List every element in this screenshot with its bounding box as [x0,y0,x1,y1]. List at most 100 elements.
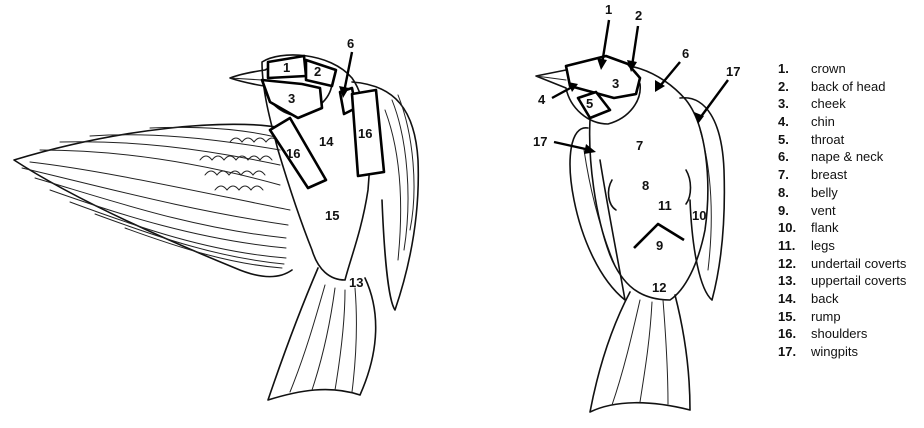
legend-item: 9. vent [778,202,924,220]
ventral-vent-chevron [633,222,685,249]
legend-item: 1. crown [778,60,924,78]
dorsal-shoulder-box-right [350,88,386,178]
legend-item: 7. breast [778,166,924,184]
legend-item: 10. flank [778,219,924,237]
legend-number: 6. [778,149,789,165]
legend-term: cheek [811,96,846,112]
legend-item: 13. uppertail coverts [778,272,924,290]
ventral-label-breast: 7 [636,138,643,153]
ventral-chin-arrow [551,84,575,100]
dorsal-label-uppertail: 13 [349,275,363,290]
legend-item: 4. chin [778,113,924,131]
ventral-label-cheek: 3 [612,76,619,91]
ventral-label-wingpit-right: 17 [726,64,740,79]
ventral-back-of-head-arrowhead [627,60,637,72]
dorsal-label-crown: 1 [283,60,290,75]
legend-term: flank [811,220,839,236]
legend-number: 16. [778,326,797,342]
legend-term: crown [811,61,846,76]
ventral-wingpit-right-arrowhead [694,112,704,124]
legend-number: 8. [778,184,789,200]
ventral-crown-arrow [600,19,611,65]
dorsal-label-shoulder-right: 16 [358,126,372,141]
legend-item: 15.rump [778,308,924,326]
ventral-crown-arrowhead [597,58,607,70]
ventral-label-chin: 4 [538,92,546,107]
legend-term: rump [811,308,841,324]
dorsal-label-nape: 6 [347,36,354,51]
legend-item: 14.back [778,290,924,308]
dorsal-label-back-of-head: 2 [314,64,321,79]
ventral-throat-box [576,90,612,120]
legend-number: 11. [778,237,796,253]
legend-term: back of head [811,78,886,94]
legend: 1. crown 2. back of head 3. cheek 4. chin 5. thro… [778,60,924,361]
ventral-label-nape: 6 [682,46,689,61]
dorsal-tail-feathers [267,267,377,401]
ventral-label-vent: 9 [656,238,663,253]
legend-number: 4. [778,114,789,130]
ventral-label-flank: 10 [692,208,706,223]
legend-number: 5. [778,131,789,147]
legend-term: undertail coverts [811,255,907,271]
legend-number: 3. [778,96,789,112]
dorsal-shoulder-box-left [268,116,328,190]
legend-term: legs [811,237,835,253]
ventral-leg-left [607,179,617,211]
legend-term: shoulders [811,326,868,342]
legend-term: breast [811,167,848,183]
folded-far-wing [351,81,420,311]
legend-number: 7. [778,167,789,183]
dorsal-label-back: 14 [319,134,334,149]
ventral-nape-arrow [659,61,681,87]
ventral-right-wing [679,97,726,301]
dorsal-label-shoulder-left: 16 [286,146,300,161]
legend-term: nape & neck [811,149,884,165]
legend-number: 2. [778,78,789,94]
ventral-label-crown: 1 [605,2,612,17]
ventral-label-back-of-head: 2 [635,8,642,23]
dorsal-bird-illustration: 1 2 3 6 14 16 16 15 13 [13,36,420,401]
legend-number: 1. [778,61,789,76]
legend-number: 10. [778,220,797,236]
ventral-body-outline [588,64,709,301]
legend-item: 11. legs [778,237,924,255]
legend-item: 8. belly [778,184,924,202]
legend-item: 16. shoulders [778,325,924,343]
legend-term: uppertail coverts [811,273,907,289]
legend-number: 9. [778,202,789,218]
ventral-tail-feathers [589,291,691,413]
legend-term: chin [811,114,835,130]
ventral-wingpit-left-arrowhead [584,144,596,154]
legend-item: 12. undertail coverts [778,255,924,273]
legend-term: belly [811,184,838,200]
legend-number: 13. [778,273,797,289]
ventral-label-belly: 8 [642,178,649,193]
legend-item: 3. cheek [778,95,924,113]
ventral-bird-illustration: 1 2 3 4 5 6 17 17 7 8 11 10 9 12 [533,2,740,413]
ventral-leg-right [685,169,692,205]
ventral-label-undertail: 12 [652,280,666,295]
ventral-wingpit-right-arrow [699,79,729,119]
ventral-wingpit-left-arrow [553,140,591,152]
legend-number: 12. [778,255,797,271]
legend-term: vent [811,202,836,218]
dorsal-label-rump: 15 [325,208,339,223]
dorsal-nape-arrowhead [339,86,349,98]
legend-number: 17. [778,344,797,359]
legend-term: throat [811,131,845,147]
legend-item: 5. throat [778,131,924,149]
ventral-chin-arrowhead [568,82,578,92]
ventral-back-of-head-arrow [630,25,640,67]
legend-item: 6. nape & neck [778,148,924,166]
legend-item: 17. wingpits [778,343,924,361]
dorsal-body-outline [261,54,371,281]
ventral-label-wingpit-left: 17 [533,134,547,149]
ventral-label-legs: 11 [658,198,672,213]
dorsal-label-cheek: 3 [288,91,295,106]
legend-item: 2. back of head [778,78,924,96]
legend-term: wingpits [811,344,858,359]
legend-number: 14. [778,290,797,306]
